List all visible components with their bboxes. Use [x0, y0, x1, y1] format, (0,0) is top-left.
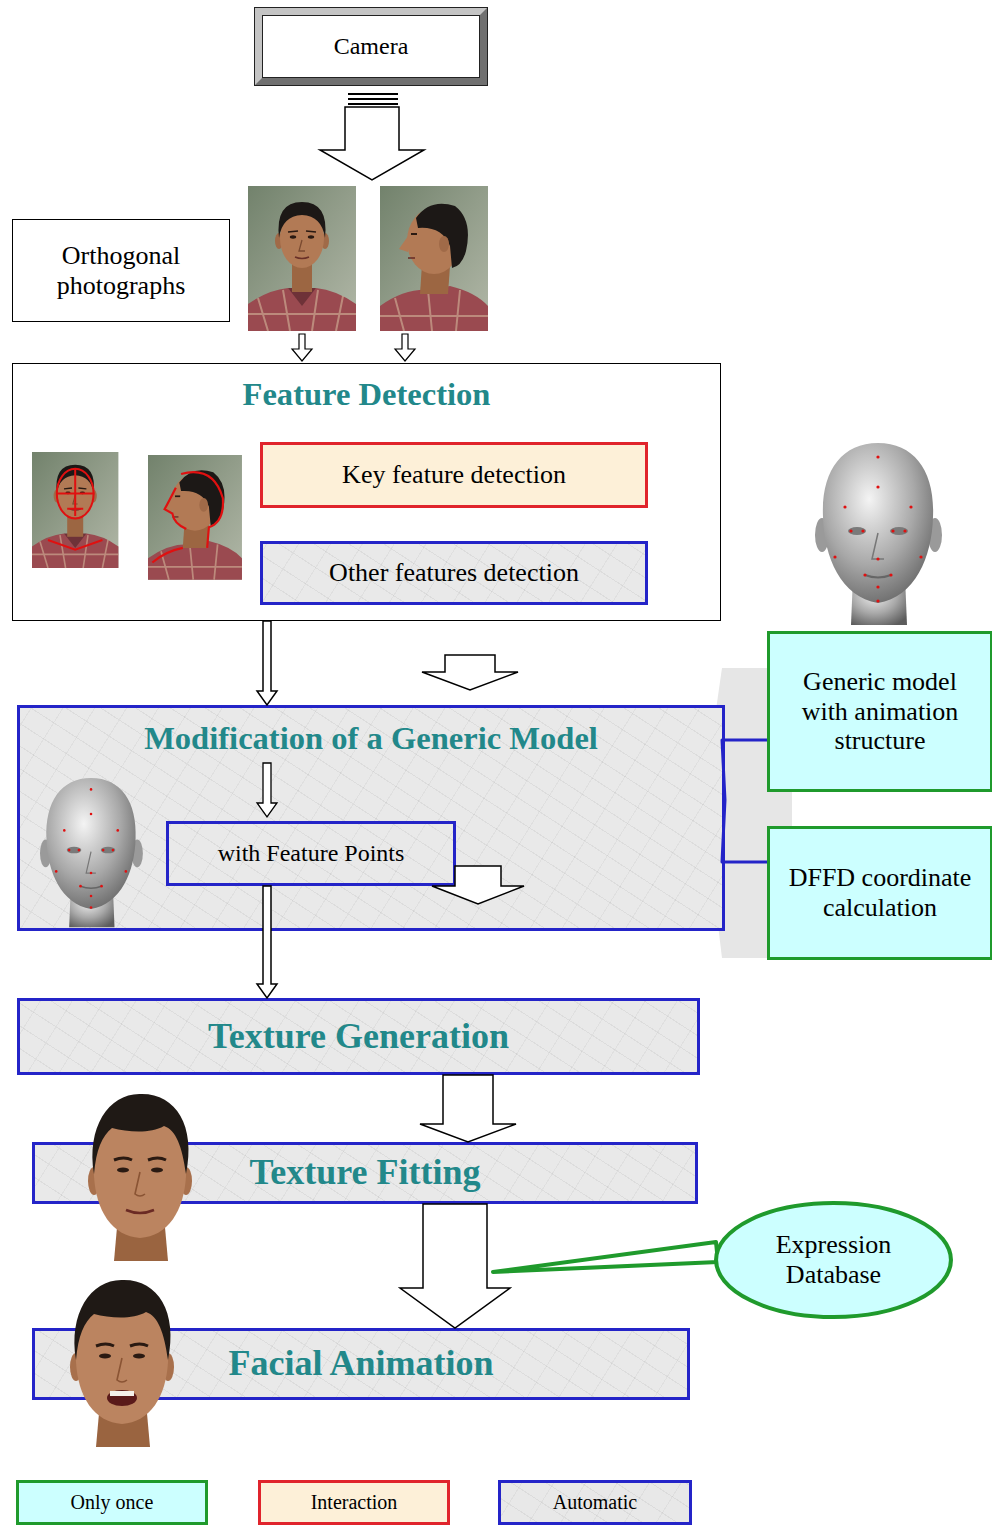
interaction-box: Key feature detection: [260, 442, 648, 508]
box-label: Orthogonal photographs: [23, 241, 219, 301]
photo-arrow: [292, 334, 312, 361]
once-box: DFFD coordinate calculation: [767, 826, 992, 960]
stage-heading: Facial Animation: [228, 1343, 493, 1384]
legend-swatch: Only once: [16, 1480, 208, 1525]
side-detection-image: [148, 455, 242, 580]
stage-heading: Texture Generation: [208, 1016, 509, 1057]
generic-head-model: [40, 778, 143, 927]
box-label: Key feature detection: [342, 460, 566, 490]
legend-text: Only once: [71, 1491, 154, 1514]
legend-swatch: Interaction: [258, 1480, 450, 1525]
textured-face: [88, 1094, 192, 1261]
automatic-box: Other features detection: [260, 541, 648, 605]
database-ellipse: Expression Database: [713, 1200, 954, 1320]
box-label: Generic model with animation structure: [780, 667, 980, 757]
camera-arrow: [320, 107, 424, 180]
box-label: with Feature Points: [218, 840, 405, 868]
flow-arrow: [422, 655, 518, 690]
feature-lines: [48, 468, 102, 550]
photo-arrow: [395, 334, 415, 361]
box-label: DFFD coordinate calculation: [780, 863, 980, 923]
open-mouth: [107, 1390, 137, 1406]
database-callout: [493, 1242, 718, 1272]
teeth: [110, 1391, 134, 1396]
stage-box: Modification of a Generic Model with Feat…: [17, 705, 725, 931]
ellipse-shape: [716, 1203, 951, 1317]
stage-heading: Modification of a Generic Model: [20, 720, 722, 757]
box-label: Expression Database: [743, 1230, 924, 1290]
face-mouth: [126, 1210, 154, 1213]
side-photo-small: [148, 455, 242, 580]
animated-face-base: [70, 1280, 174, 1447]
side-photo: [380, 186, 488, 331]
front-photo: [248, 186, 356, 331]
stage-box: Texture Fitting: [32, 1142, 698, 1204]
automatic-box: with Feature Points: [166, 821, 456, 886]
legend-text: Interaction: [311, 1491, 398, 1514]
animated-face: [70, 1280, 174, 1447]
inner-arrow: [257, 763, 277, 817]
once-box: Generic model with animation structure: [767, 631, 992, 792]
front-detection-image: [32, 452, 118, 568]
feature-outline: [57, 469, 94, 519]
feature-outline: [152, 472, 223, 562]
generic-head-model: [815, 443, 942, 625]
label-box: Orthogonal photographs: [12, 219, 230, 322]
camera-cable: [348, 103, 398, 105]
stage-heading: Texture Fitting: [250, 1152, 481, 1193]
flow-arrow: [400, 1204, 510, 1328]
bracket-line: [722, 800, 767, 862]
bracket-line: [722, 740, 767, 800]
box-label: Other features detection: [329, 558, 579, 588]
legend-swatch: Automatic: [498, 1480, 692, 1525]
stage-heading: Feature Detection: [13, 376, 720, 413]
textured-face-base: [88, 1094, 192, 1261]
camera-box: Camera: [255, 8, 487, 85]
camera-cable: [348, 98, 398, 100]
front-photo-small: [32, 452, 118, 568]
box-label: Camera: [334, 33, 409, 61]
flow-arrow: [420, 1075, 516, 1142]
stage-box: Texture Generation: [17, 998, 700, 1075]
camera-cable: [348, 93, 398, 95]
flow-arrow: [432, 866, 524, 904]
legend-text: Automatic: [553, 1491, 637, 1514]
stage-box: Feature DetectionKey feature detectionOt…: [12, 363, 721, 621]
stage-box: Facial Animation: [32, 1328, 690, 1400]
flow-arrow: [257, 886, 277, 998]
flow-arrow: [257, 621, 277, 705]
